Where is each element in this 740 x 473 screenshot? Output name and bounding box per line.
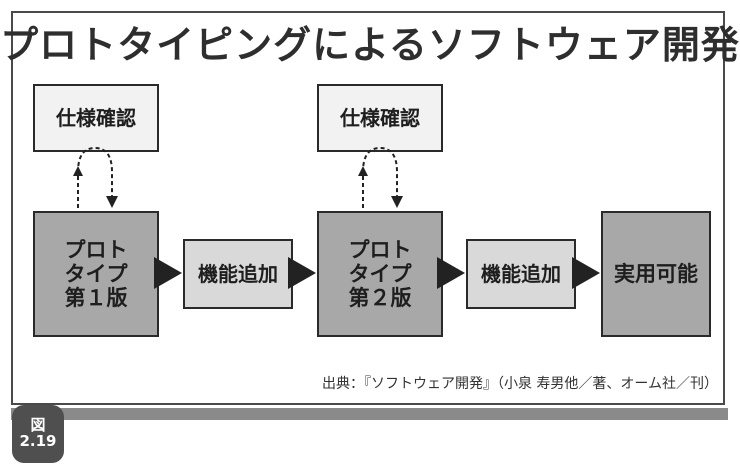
source-citation: 出典：『ソフトウェア開発』（小泉 寿男他／著、オーム社／刊） [321, 376, 718, 392]
spec-check-box-2: 仕様確認 [317, 84, 443, 152]
bottom-bar [11, 408, 728, 420]
figure-number: 2.19 [19, 432, 57, 450]
figure-frame [11, 11, 725, 405]
feature-add-box-2: 機能追加 [466, 239, 576, 309]
feature-add-box-1: 機能追加 [183, 239, 293, 309]
dashed-loop-1-head-up [73, 166, 83, 176]
diagram-title: プロトタイピングによるソフトウェア開発 [0, 23, 740, 67]
spec-check-box-1: 仕様確認 [33, 84, 159, 152]
prototype-v2-line2: タイプ [348, 261, 412, 286]
prototype-v1-line3: 第１版 [64, 286, 128, 311]
practical-use-box: 実用可能 [601, 211, 711, 337]
figure-label: 図 [30, 416, 46, 435]
prototype-v2-box: プロト タイプ 第２版 [317, 211, 443, 337]
dashed-loop-2 [362, 146, 403, 208]
figure-number-badge: 図 2.19 [12, 405, 64, 463]
dashed-loop-2-head-up [358, 166, 368, 176]
dashed-loop-1 [77, 146, 118, 208]
prototype-v2-line3: 第２版 [348, 286, 412, 311]
prototype-v1-line1: プロト [64, 237, 128, 262]
prototype-v1-line2: タイプ [64, 261, 128, 286]
prototype-v2-line1: プロト [348, 237, 412, 262]
